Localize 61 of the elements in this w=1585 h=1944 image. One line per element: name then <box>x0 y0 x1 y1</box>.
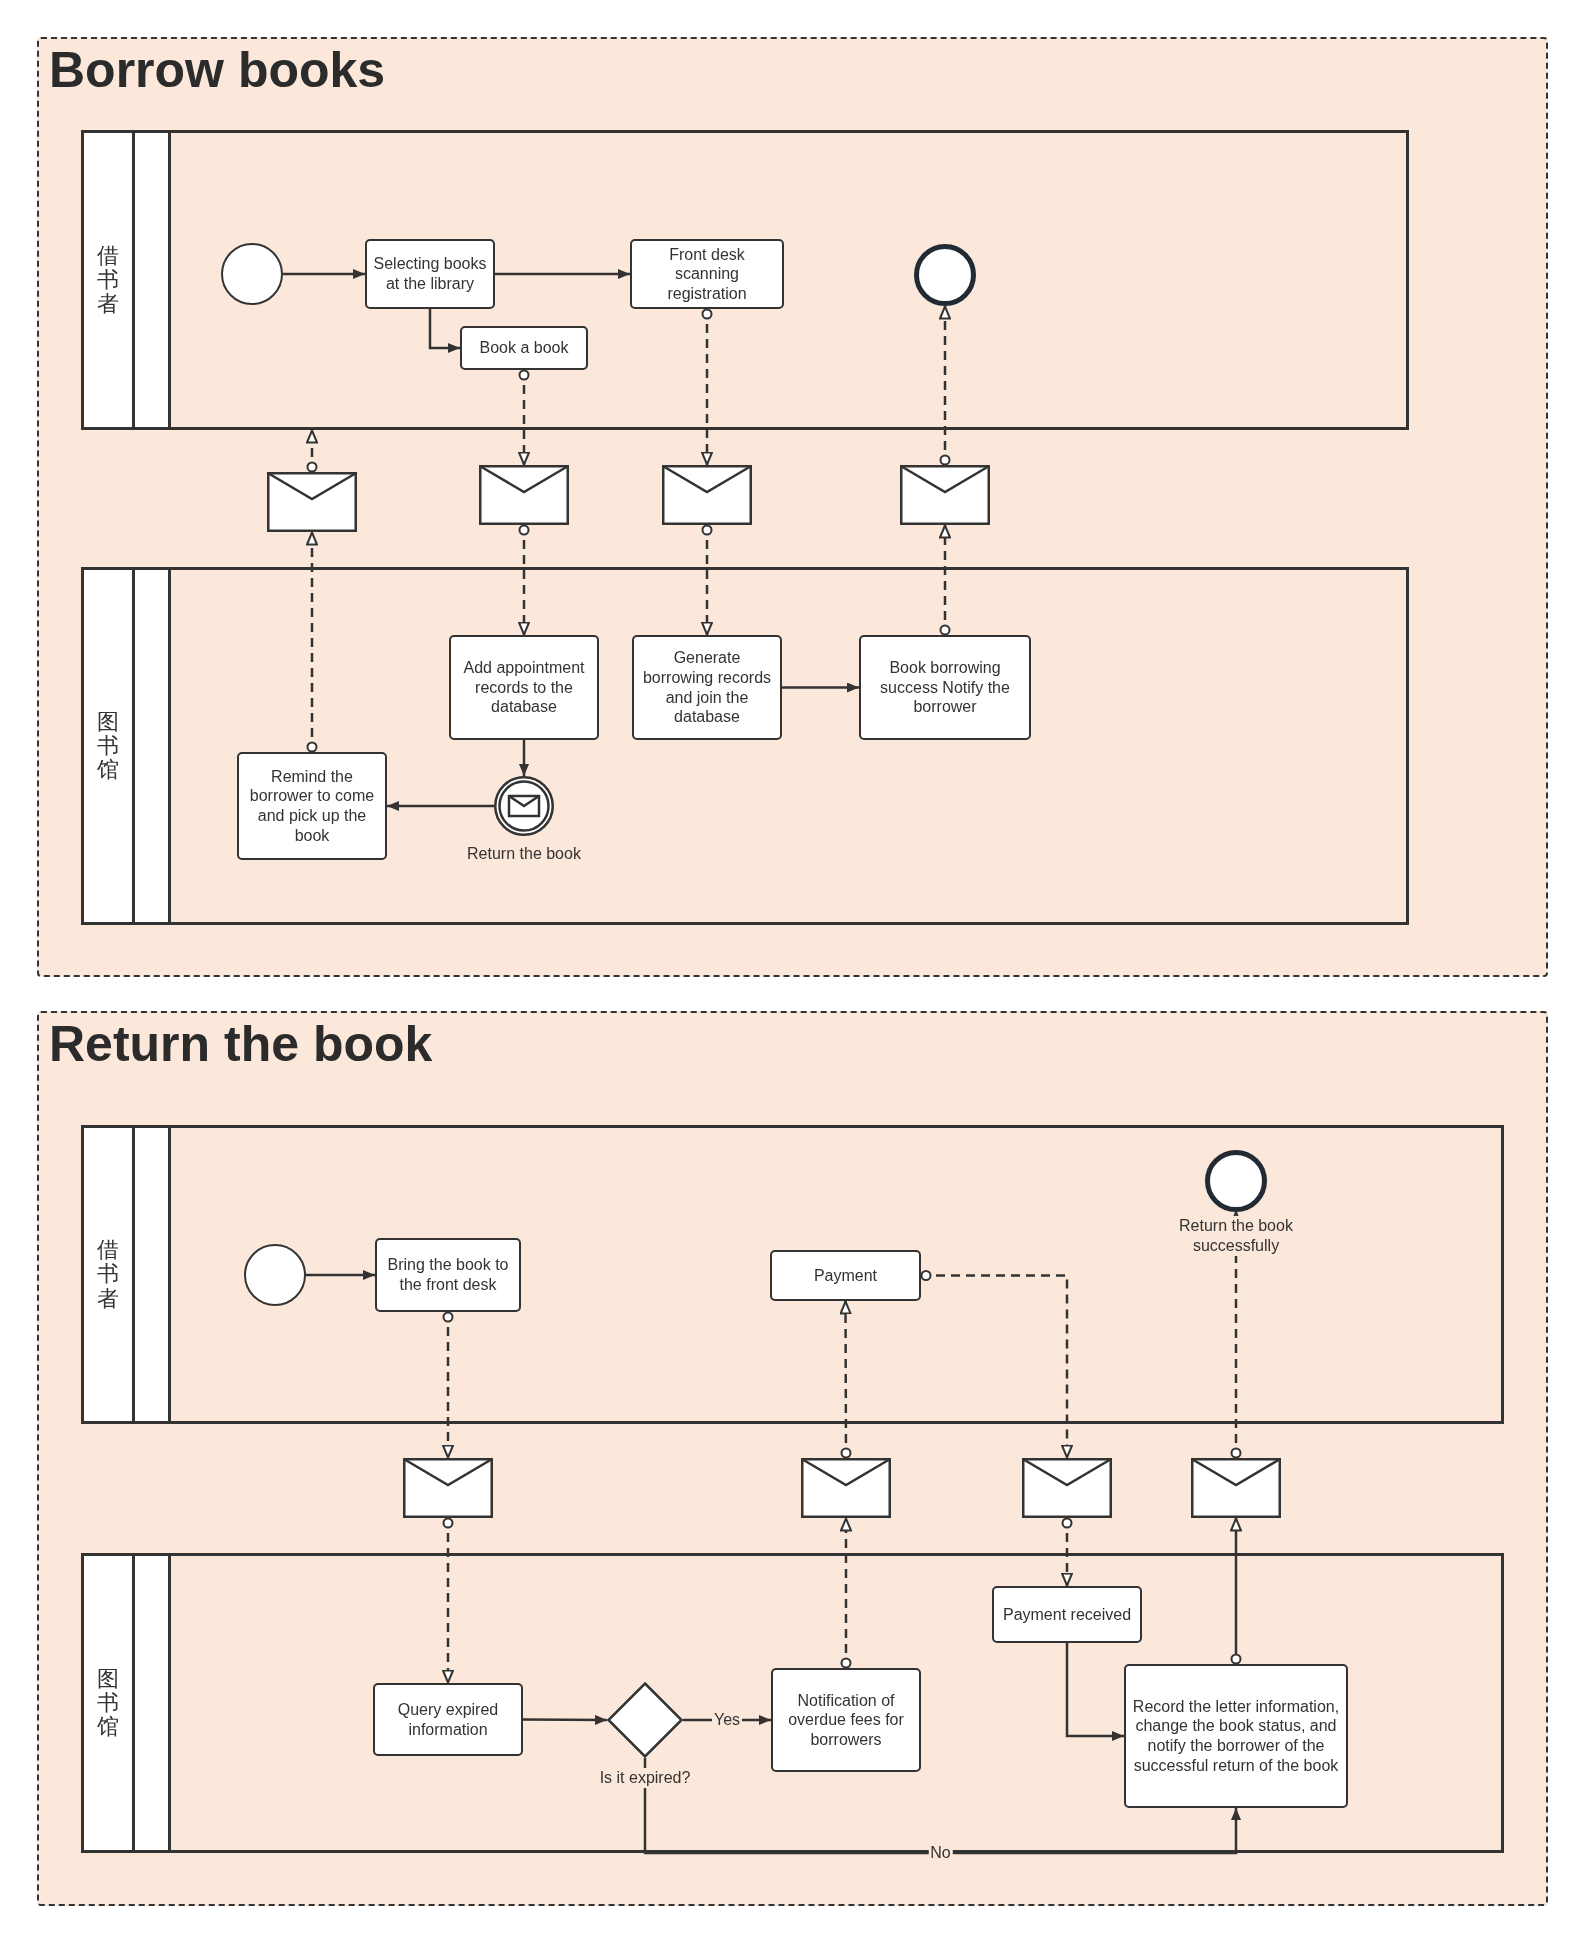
swimlane <box>81 567 1409 925</box>
envelope-icon <box>403 1458 493 1518</box>
message-flow-arrow <box>518 369 530 466</box>
message-flow-arrow <box>701 524 713 636</box>
task-box: Notification of overdue fees for borrowers <box>771 1668 921 1772</box>
lane-label: 图书馆 <box>84 570 135 922</box>
decision-diamond <box>607 1682 683 1758</box>
message-flow-arrow <box>939 524 951 636</box>
arrow <box>523 1714 607 1725</box>
pool-frame <box>37 1011 1548 1906</box>
task-box: Bring the book to the front desk <box>375 1238 521 1312</box>
arrow <box>643 1758 1241 1855</box>
message-flow-arrow <box>1230 1517 1242 1665</box>
task-box: Record the letter information, change the book status, and notify the borrower of the successful return of the book <box>1124 1664 1348 1808</box>
task-box: Book borrowing success Notify the borrower <box>859 635 1031 740</box>
envelope-icon <box>801 1458 891 1518</box>
task-box: Payment received <box>992 1586 1142 1643</box>
task-box: Add appointment records to the database <box>449 635 599 740</box>
swimlane <box>81 130 1409 430</box>
task-box: Generate borrowing records and join the database <box>632 635 782 740</box>
envelope-icon <box>900 465 990 525</box>
message-flow-arrow <box>306 429 318 473</box>
task-box: Front desk scanning registration <box>630 239 784 309</box>
message-flow-arrow <box>1061 1517 1073 1587</box>
task-box: Book a book <box>460 326 588 370</box>
task-box: Query expired information <box>373 1683 523 1756</box>
arrow <box>306 1270 375 1280</box>
pool-title: Borrow books <box>49 41 386 99</box>
message-flow-arrow <box>1230 1211 1242 1459</box>
envelope-icon <box>267 472 357 532</box>
envelope-icon <box>1191 1458 1281 1518</box>
message-flow-arrow <box>306 531 318 753</box>
message-flow-arrow <box>442 1311 454 1459</box>
message-flow-arrow <box>839 1300 852 1459</box>
task-box: Payment <box>770 1250 921 1301</box>
arrow <box>283 269 365 279</box>
message-flow-arrow <box>518 524 530 636</box>
message-flow-arrow <box>920 1270 1073 1459</box>
arrow <box>428 309 460 353</box>
message-flow-arrow <box>939 305 951 466</box>
envelope-icon <box>662 465 752 525</box>
lane-label: 借书者 <box>84 133 135 427</box>
arrow <box>782 682 859 693</box>
lane-label: 图书馆 <box>84 1556 135 1850</box>
message-flow-arrow <box>442 1517 454 1684</box>
end-event-circle <box>914 244 976 306</box>
message-flow-arrow <box>840 1517 852 1669</box>
pool-title: Return the book <box>49 1015 433 1073</box>
lane-label: 借书者 <box>84 1128 135 1421</box>
message-flow-arrow <box>701 308 713 466</box>
arrow <box>519 740 529 776</box>
pool-frame <box>37 37 1548 977</box>
arrow <box>1065 1643 1124 1741</box>
envelope-icon <box>479 465 569 525</box>
arrow <box>495 269 630 279</box>
message-event-icon <box>494 776 554 836</box>
swimlane <box>81 1125 1504 1424</box>
task-box: Selecting books at the library <box>365 239 495 309</box>
envelope-icon <box>1022 1458 1112 1518</box>
arrow <box>387 801 494 811</box>
task-box: Remind the borrower to come and pick up the book <box>237 752 387 860</box>
